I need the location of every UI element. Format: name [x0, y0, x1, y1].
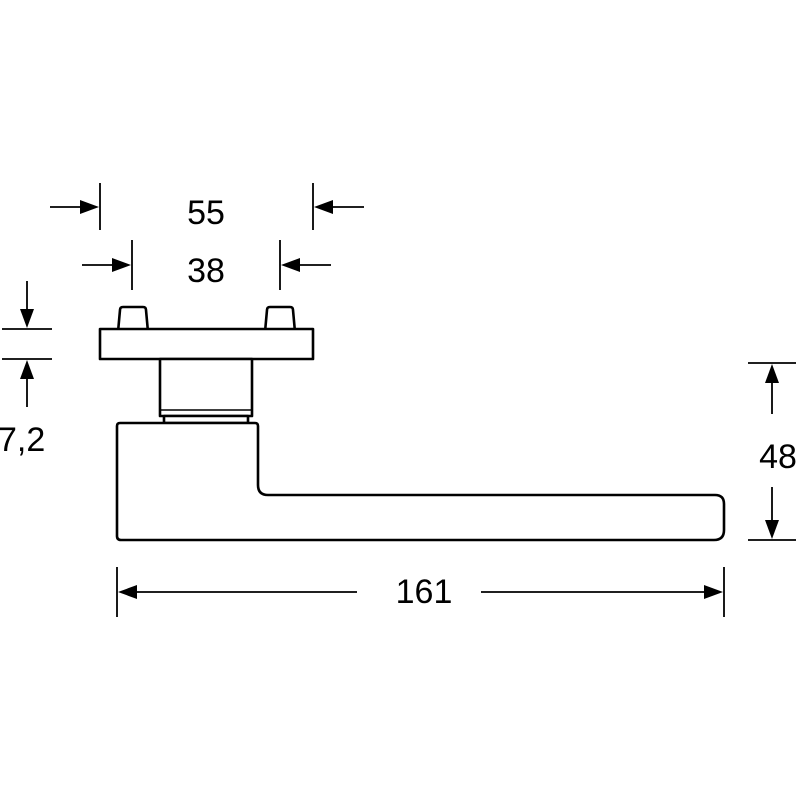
dimension-label-48: 48 [759, 438, 797, 476]
arrowhead-55-left [80, 200, 99, 214]
arrowhead-38-right [281, 258, 300, 272]
rose-plate [98, 327, 315, 361]
arrowhead-161-left [118, 585, 137, 599]
dimension-161: 161 [116, 567, 725, 617]
dimension-38: 38 [82, 240, 331, 290]
dimension-55: 55 [50, 183, 364, 232]
arrowhead-38-left [112, 258, 131, 272]
arrowhead-7-2-bottom [20, 360, 34, 379]
left-fixing-pin [116, 305, 150, 334]
right-fixing-pin [263, 305, 297, 334]
neck [158, 357, 254, 418]
dimension-label-38: 38 [187, 252, 225, 290]
dimension-label-55: 55 [187, 194, 225, 232]
arrowhead-55-right [314, 200, 333, 214]
dimension-48: 48 [748, 362, 797, 541]
arrowhead-48-top [765, 364, 779, 383]
handle-outline [98, 305, 726, 542]
dimension-7-2: 7,2 [0, 281, 52, 459]
arrowhead-48-bottom [765, 520, 779, 539]
dimension-label-161: 161 [396, 573, 453, 611]
dimension-label-7-2: 7,2 [0, 421, 45, 459]
lever-body [115, 421, 726, 542]
arrowhead-7-2-top [20, 309, 34, 328]
arrowhead-161-right [704, 585, 723, 599]
